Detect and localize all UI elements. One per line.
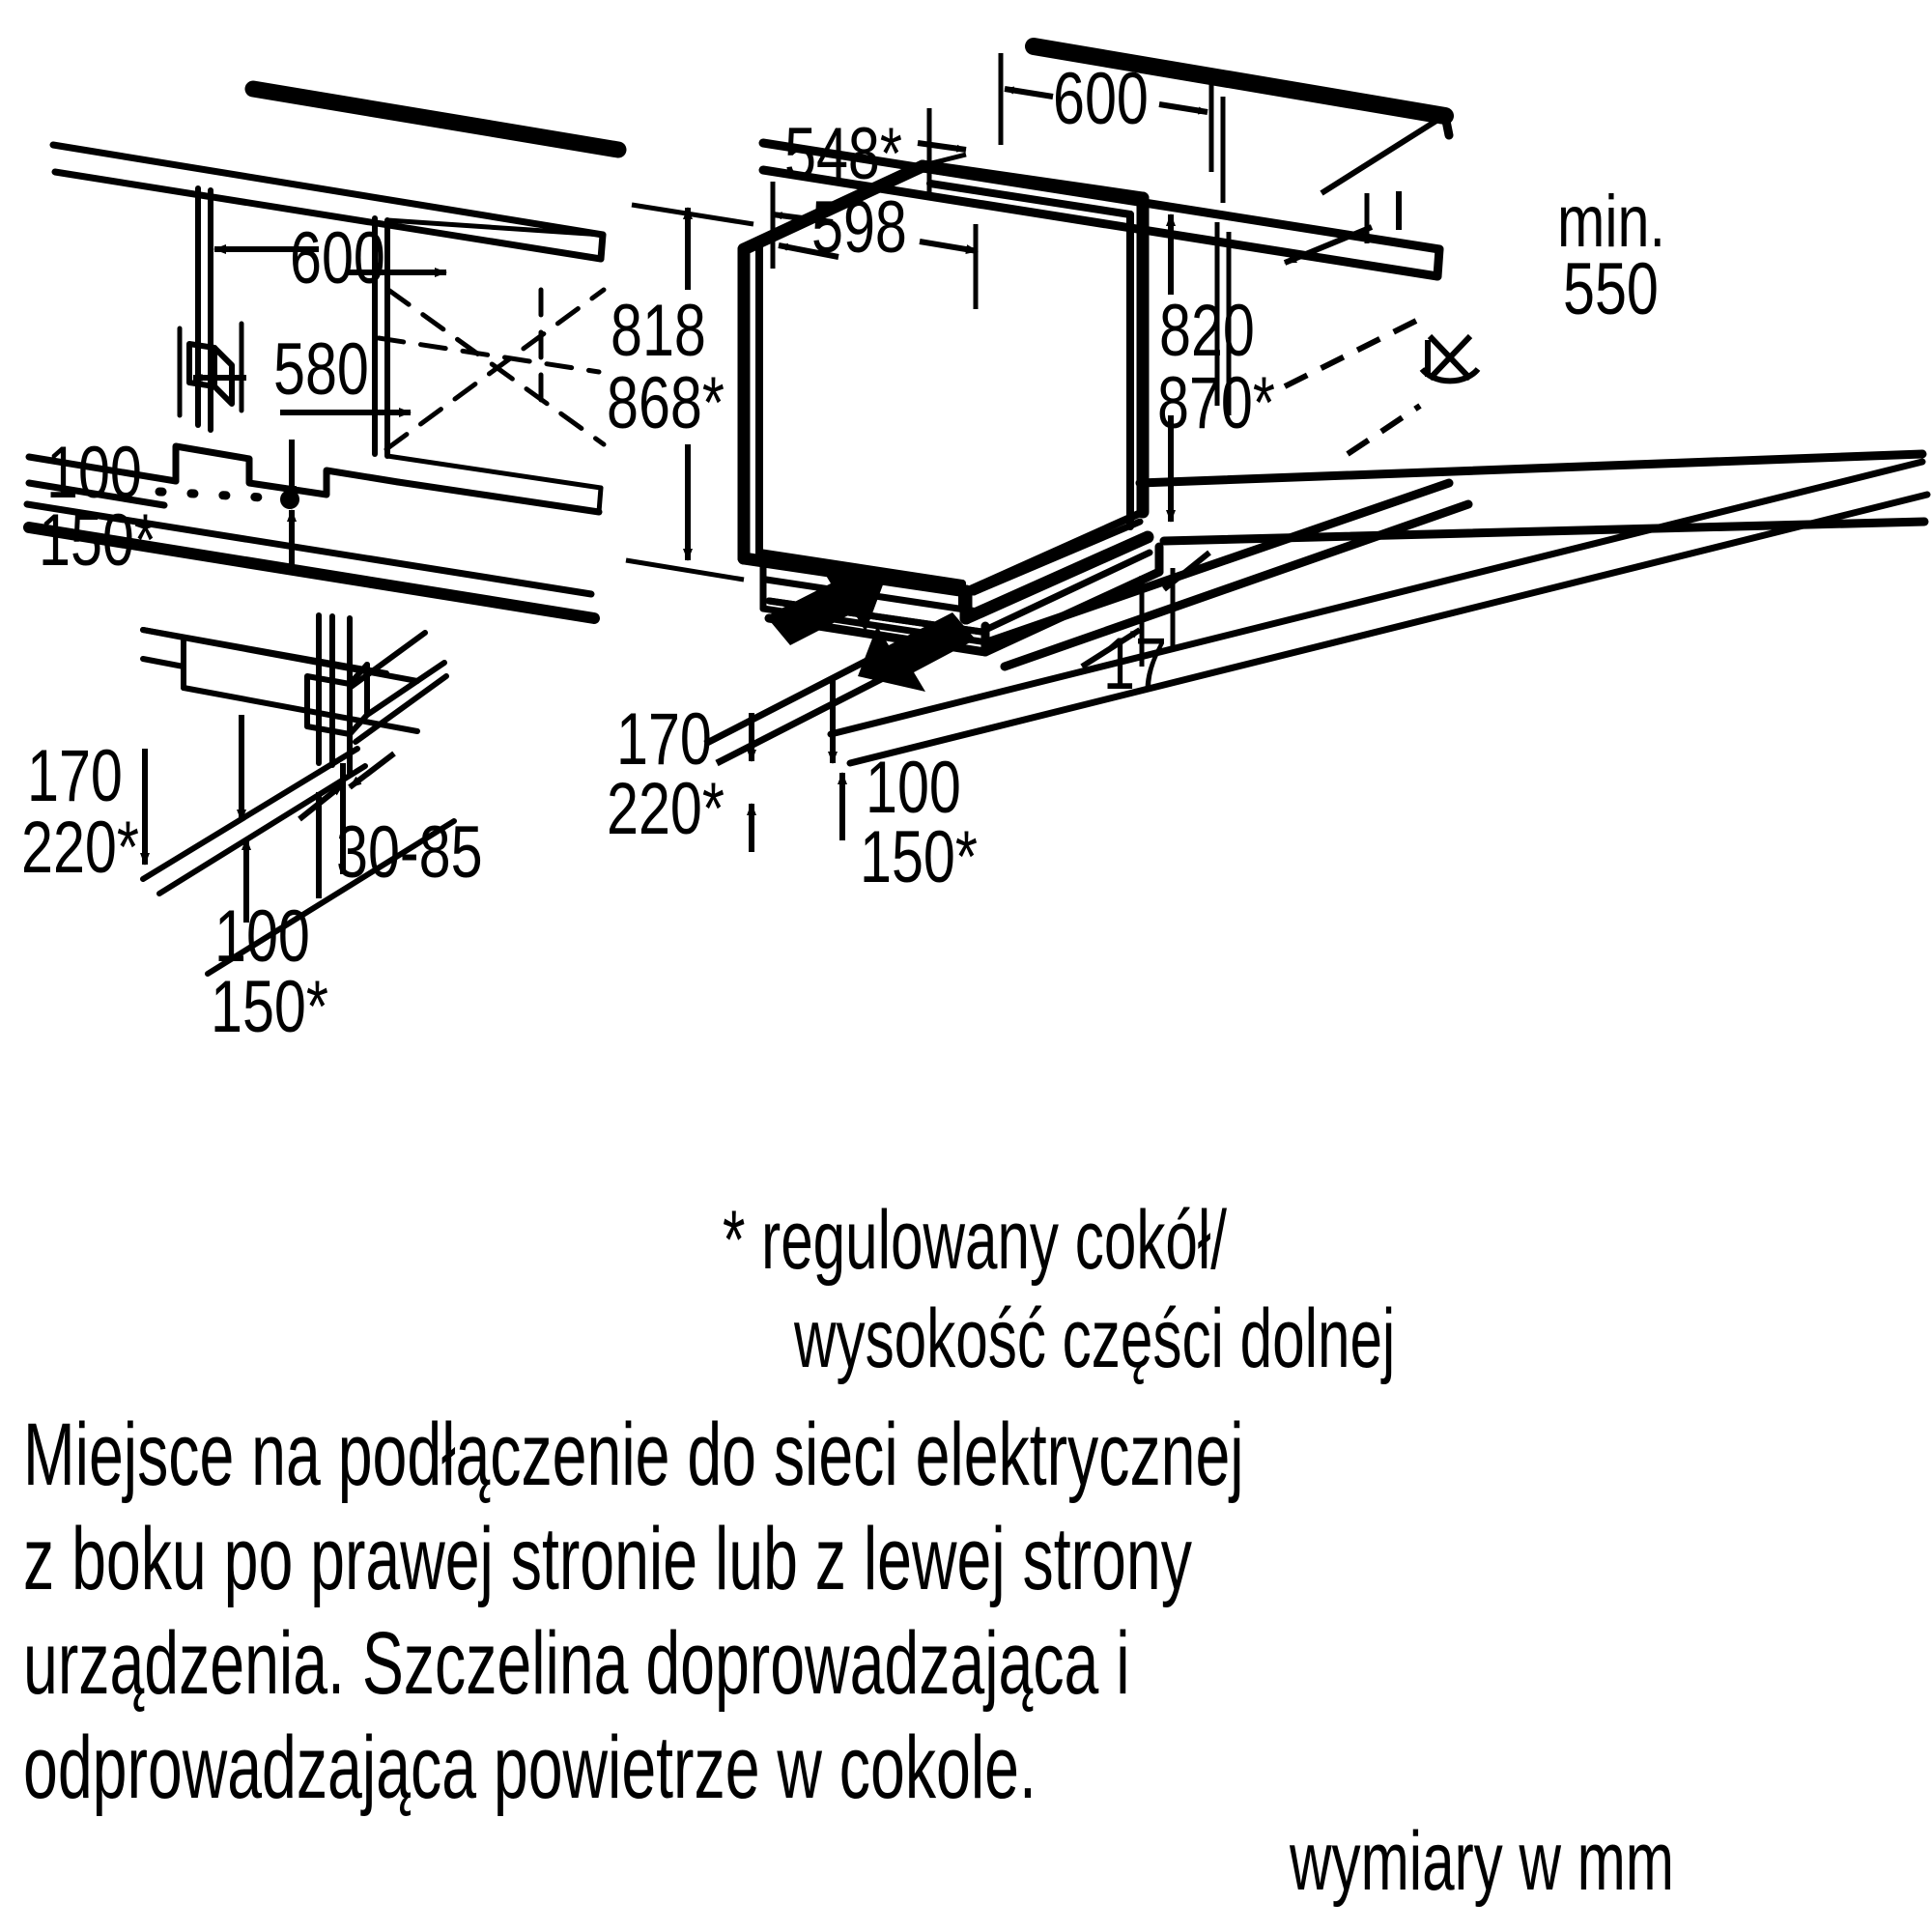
plinth-detail-arrows	[140, 715, 396, 923]
dim-worktop-depth-600: 600	[1053, 58, 1149, 140]
dim-niche-depth-580: 580	[273, 328, 369, 411]
dim-appliance-height-818: 818	[611, 290, 706, 372]
note-line-2: z boku po prawej stronie lub z lewej str…	[23, 1510, 1192, 1608]
appliance-dimension-arrows	[625, 53, 1481, 852]
footnote-line-1: * regulowany cokół/	[723, 1194, 1228, 1287]
dim-worktop-height-870: 870*	[1157, 362, 1275, 444]
note-line-3: urządzenia. Szczelina doprowadzająca i	[23, 1614, 1130, 1713]
dim-worktop-height-820: 820	[1159, 290, 1255, 372]
dim-niche-width-600: 600	[290, 217, 385, 299]
dim-vent-150: 150*	[860, 816, 978, 898]
dim-plinth-100: 100	[214, 895, 310, 978]
dim-appliance-height-868: 868*	[607, 362, 724, 444]
units-label: wymiary w mm	[1290, 1815, 1674, 1908]
plinth-detail-geometry	[140, 612, 457, 977]
note-line-4: odprowadzająca powietrze w cokole.	[23, 1719, 1037, 1817]
dim-vent-220: 220*	[607, 768, 724, 850]
niche-dimension-arrows	[155, 244, 447, 565]
dim-vent-170: 170	[616, 698, 712, 781]
dim-plinth-150: 150*	[211, 966, 328, 1048]
dim-plinth-170: 170	[27, 735, 123, 817]
note-line-1: Miejsce na podłączenie do sieci elektryc…	[23, 1406, 1244, 1504]
dim-niche-plinth-100: 100	[46, 432, 142, 514]
dim-socket-min-550: 550	[1563, 248, 1659, 330]
dim-niche-plinth-150: 150*	[39, 499, 156, 582]
dim-appliance-depth-548: 548*	[784, 113, 902, 195]
dim-vent-100: 100	[866, 747, 961, 829]
footnote-line-2: wysokość części dolnej	[794, 1293, 1396, 1385]
dim-appliance-width-598: 598	[811, 186, 907, 269]
airflow-arrows	[766, 564, 976, 692]
niche-view-geometry	[23, 80, 627, 624]
dim-plinth-220: 220*	[21, 807, 139, 889]
dim-socket-min-label: min.	[1557, 181, 1665, 263]
dim-plinth-range-30-85: 30-85	[336, 811, 483, 894]
dim-overhang-17: 17	[1103, 623, 1167, 705]
